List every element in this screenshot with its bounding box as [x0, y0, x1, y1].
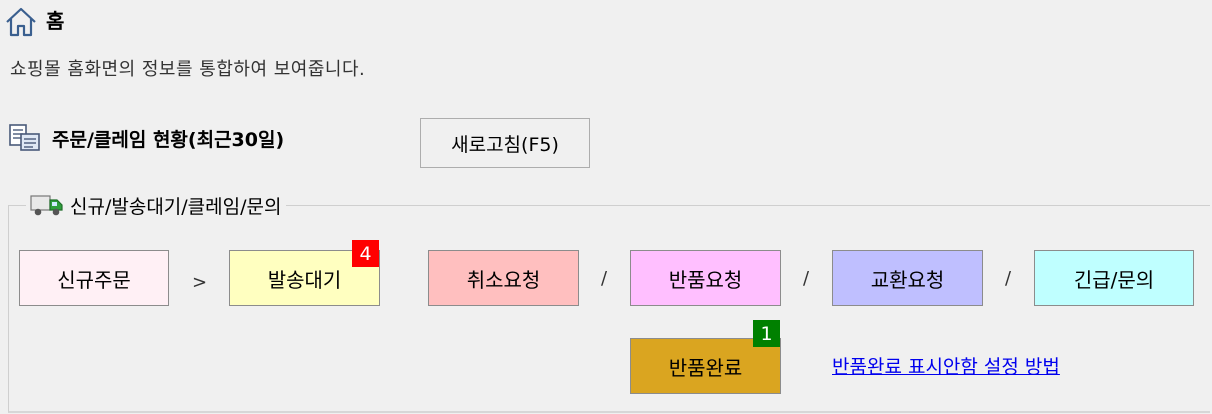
group-legend: 신규/발송대기/클레임/문의 [26, 190, 286, 220]
status-group-box [8, 205, 1210, 413]
cancel-request-label: 취소요청 [466, 267, 541, 292]
slash-separator: / [803, 268, 810, 289]
new-order-box[interactable]: 신규주문 [19, 250, 169, 306]
group-label: 신규/발송대기/클레임/문의 [70, 195, 282, 218]
exchange-request-label: 교환요청 [870, 267, 945, 292]
slash-separator: / [1005, 268, 1012, 289]
return-request-label: 반품요청 [668, 267, 743, 292]
awaiting-shipment-box[interactable]: 발송대기 [229, 250, 380, 306]
exchange-request-box[interactable]: 교환요청 [832, 250, 983, 306]
new-order-label: 신규주문 [57, 267, 131, 292]
return-complete-count-badge: 1 [753, 320, 780, 347]
return-complete-settings-link[interactable]: 반품완료 표시안함 설정 방법 [832, 356, 1060, 378]
delivery-truck-icon [30, 195, 63, 216]
page-subtitle: 쇼핑몰 홈화면의 정보를 통합하여 보여줍니다. [10, 59, 366, 80]
refresh-button[interactable]: 새로고침(F5) [420, 118, 590, 168]
section-title: 주문/클레임 현황(최근30일) [52, 129, 285, 151]
arrow-separator: > [192, 272, 208, 293]
return-complete-label: 반품완료 [668, 355, 743, 380]
return-complete-box[interactable]: 반품완료 [630, 338, 781, 394]
urgent-inquiry-label: 긴급/문의 [1073, 267, 1155, 292]
awaiting-shipment-count-badge: 4 [352, 240, 379, 267]
cancel-request-box[interactable]: 취소요청 [428, 250, 579, 306]
page-title: 홈 [46, 9, 65, 33]
orders-list-icon [9, 124, 40, 151]
slash-separator: / [601, 268, 608, 289]
return-request-box[interactable]: 반품요청 [630, 250, 781, 306]
home-icon [6, 7, 36, 37]
urgent-inquiry-box[interactable]: 긴급/문의 [1034, 250, 1194, 306]
awaiting-shipment-label: 발송대기 [267, 267, 342, 292]
